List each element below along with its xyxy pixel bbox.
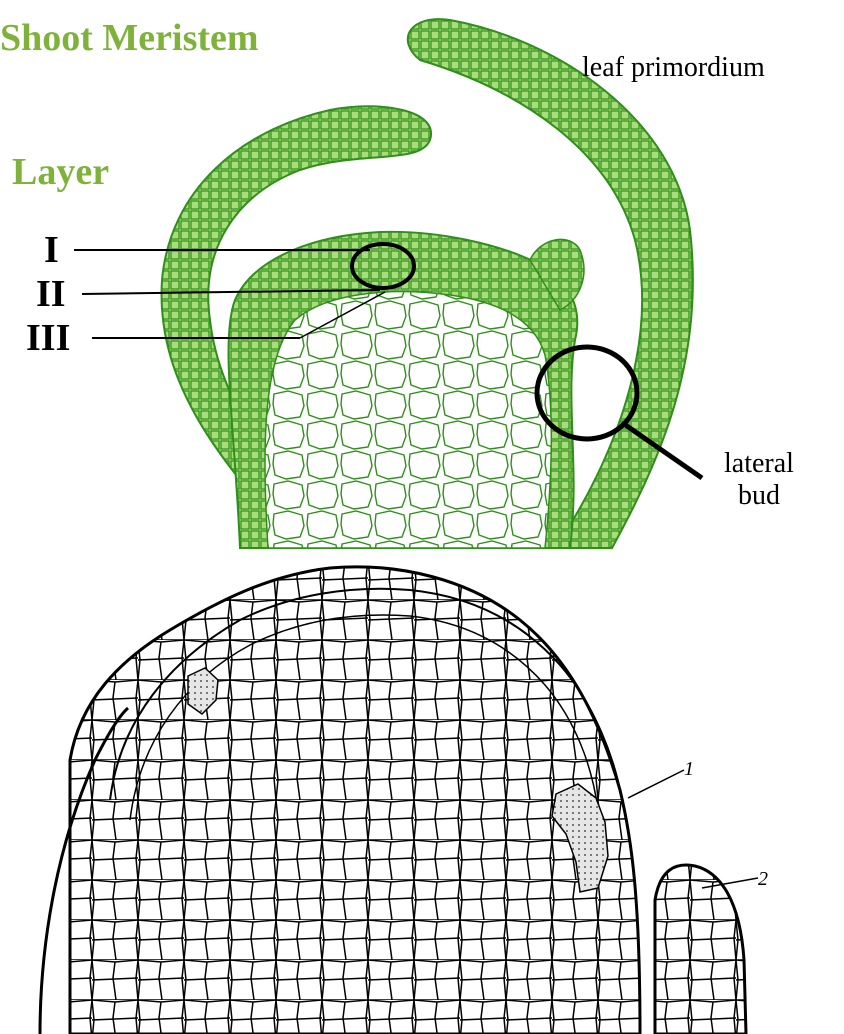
figure-title: Shoot Meristem	[0, 16, 259, 60]
bw-meristem-drawing	[40, 567, 758, 1034]
layer-heading: Layer	[12, 150, 109, 194]
layer-III-label: III	[26, 316, 70, 360]
green-meristem-diagram	[74, 19, 702, 548]
lateral-bud-label: lateral bud	[704, 448, 814, 512]
lateral-bud-label-line1: lateral	[704, 448, 814, 480]
lateral-bud-label-line2: bud	[704, 480, 814, 512]
leaf-primordium-label: leaf primordium	[582, 52, 765, 84]
layer-II-label: II	[36, 272, 66, 316]
leaf-primordium-2	[655, 865, 746, 1034]
label-1: 1	[684, 758, 694, 781]
pointer-1	[628, 770, 684, 798]
corpus-tissue	[265, 292, 551, 548]
label-2: 2	[758, 868, 768, 891]
layer-I-label: I	[44, 228, 59, 272]
